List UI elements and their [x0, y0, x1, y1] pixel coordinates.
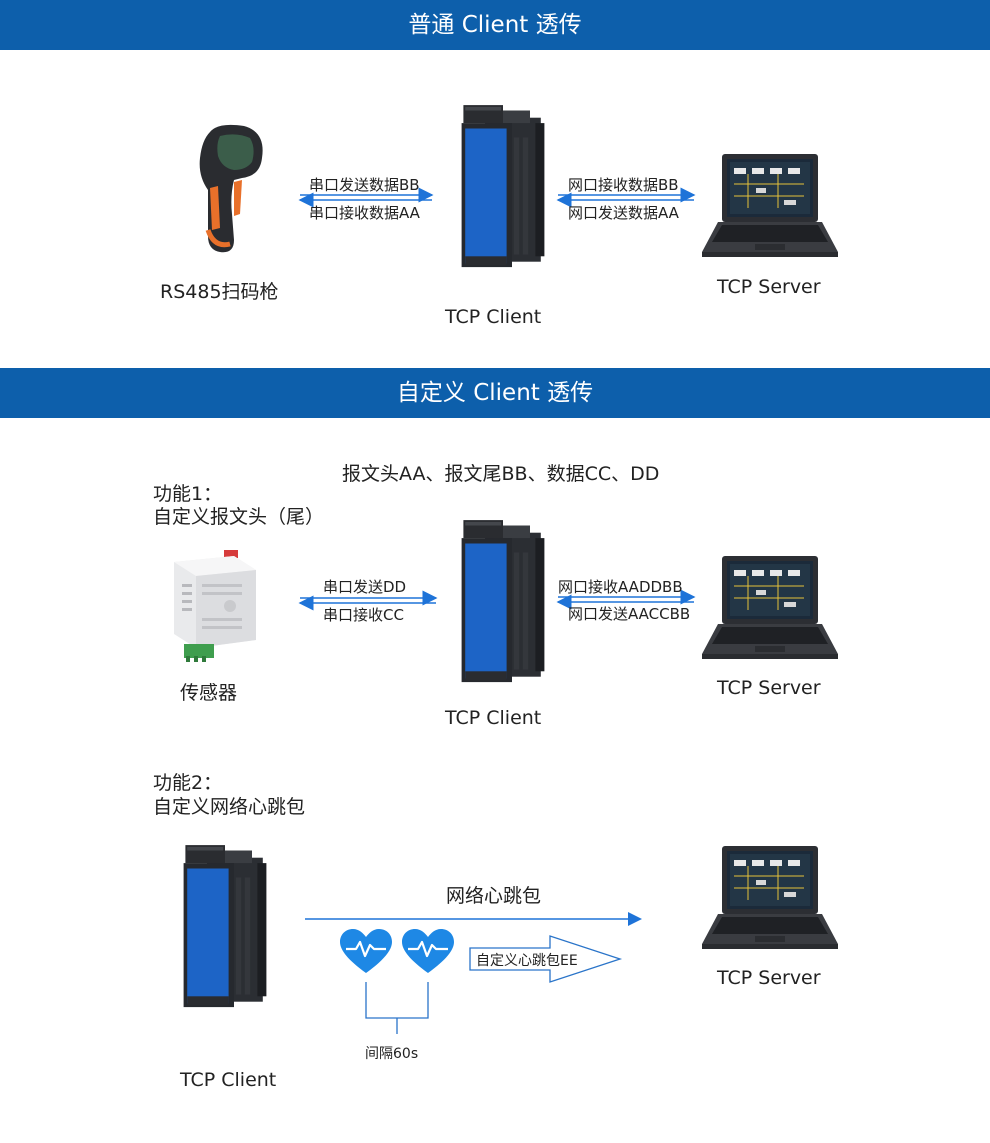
func2-title-line1: 功能2：: [153, 772, 223, 794]
scanner-label: RS485扫码枪: [160, 281, 279, 303]
sensor-icon: [174, 550, 256, 662]
client-label-2: TCP Client: [445, 707, 542, 729]
barcode-scanner-icon: [199, 124, 263, 253]
interval-label: 间隔60s: [365, 1046, 419, 1062]
serial-send-label-2: 串口发送DD: [323, 578, 407, 596]
heartbeat-arrow-head: [628, 912, 642, 926]
client-label-3: TCP Client: [180, 1069, 277, 1091]
sensor-label: 传感器: [180, 682, 238, 704]
interval-bracket: [365, 982, 429, 1019]
net-recv-label: 网口接收数据BB: [568, 176, 679, 194]
server-label-1: TCP Server: [717, 276, 821, 298]
section1-banner: 普通 Client 透传: [0, 0, 990, 50]
heart-icon-1: [340, 929, 392, 973]
client-label-1: TCP Client: [445, 306, 542, 328]
heartbeat-packet-label: 自定义心跳包EE: [476, 953, 578, 969]
net-recv-label-2: 网口接收AADDBB: [558, 578, 683, 596]
server-label-3: TCP Server: [717, 967, 821, 989]
serial-recv-label-2: 串口接收CC: [323, 606, 404, 624]
serial-recv-label: 串口接收数据AA: [309, 204, 420, 222]
func1-title-line1: 功能1：: [153, 483, 223, 505]
frame-note: 报文头AA、报文尾BB、数据CC、DD: [342, 463, 660, 485]
heartbeat-label: 网络心跳包: [446, 885, 542, 907]
net-send-label: 网口发送数据AA: [568, 204, 679, 222]
serial-send-label: 串口发送数据BB: [309, 176, 420, 194]
heartbeat-packet-arrow: [469, 935, 623, 983]
func2-title-line2: 自定义网络心跳包: [153, 796, 306, 818]
func1-title-line2: 自定义报文头（尾）: [153, 506, 325, 528]
section2-banner: 自定义 Client 透传: [0, 368, 990, 418]
net-send-label-2: 网口发送AACCBB: [568, 605, 691, 623]
heart-icon-2: [402, 929, 454, 973]
server-label-2: TCP Server: [717, 677, 821, 699]
